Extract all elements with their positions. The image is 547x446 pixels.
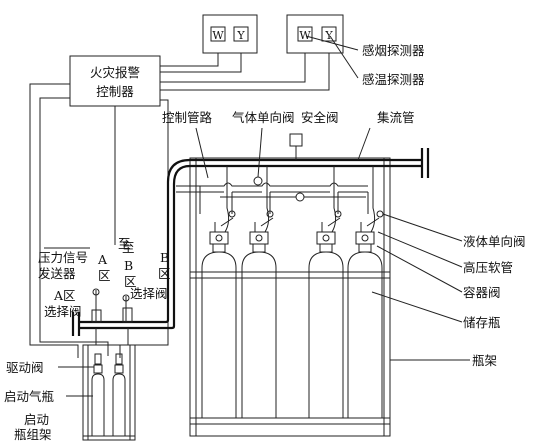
drive-valve-label: 驱动阀 <box>6 360 44 375</box>
liquid-check-valve-label: 液体单向阀 <box>463 234 526 249</box>
pressure-sender-label-line2: 发送器 <box>38 266 76 281</box>
a-zone-valve-label-line1: A区 <box>53 288 76 303</box>
storage-cylinder <box>241 166 277 419</box>
b-zone-char1: B <box>160 250 169 265</box>
container-valve-label: 容器阀 <box>463 285 501 300</box>
to-a-zone-char3: 区 <box>98 268 111 283</box>
pressure-sender-label-line1: 压力信号 <box>38 250 88 265</box>
hp-hose-leader <box>377 231 463 268</box>
detector-box-left: W Y <box>202 14 258 54</box>
start-rack-label-line2: 瓶组架 <box>14 427 52 442</box>
smoke-detector-label: 感烟探测器 <box>362 43 425 58</box>
hp-hose-label: 高压软管 <box>463 260 513 275</box>
safety-valve-label: 安全阀 <box>301 110 339 125</box>
control-pipe-leader <box>195 127 209 179</box>
cylinder-rack <box>189 157 400 437</box>
to-b-zone-char2: B <box>124 258 133 273</box>
storage-cylinder-label: 储存瓶 <box>463 315 501 330</box>
control-pipe-label: 控制管路 <box>162 110 213 125</box>
safety-valve <box>289 133 303 160</box>
start-rack-label-line1: 启动 <box>24 412 49 427</box>
detector-w-letter: W <box>299 29 311 42</box>
cylinder-rack-label: 瓶架 <box>472 353 497 368</box>
gas-check-valve-leader <box>257 127 263 178</box>
controller-label-line1: 火灾报警 <box>90 65 140 80</box>
start-cylinders <box>91 353 126 437</box>
liquid-check-valve-leader <box>382 213 463 242</box>
storage-cylinder <box>201 166 237 419</box>
detector-box-right: W Y <box>286 14 344 54</box>
start-cylinder-rack <box>82 344 136 441</box>
detector-w-letter: W <box>212 29 224 42</box>
to-a-zone-char1: 至 <box>118 236 131 251</box>
selector-valve-area <box>91 288 133 345</box>
gas-check-valve-label: 气体单向阀 <box>232 110 295 125</box>
b-zone-valve-label: 选择阀 <box>130 286 168 301</box>
control-wiring <box>29 83 169 358</box>
to-b-zone-char3: 区 <box>124 274 137 289</box>
storage-cylinder <box>347 166 383 419</box>
a-zone-valve-label-line2: 选择阀 <box>44 304 82 319</box>
smoke-detector-leader <box>305 35 359 51</box>
temp-detector-label: 感温探测器 <box>362 72 425 87</box>
control-pipe-circuit <box>176 176 384 218</box>
to-a-zone-char2: A <box>97 252 108 267</box>
detector-y-letter: Y <box>236 29 245 42</box>
container-valve-leader <box>376 245 463 293</box>
detector-wiring <box>160 53 330 91</box>
detector-y-letter: Y <box>324 29 333 42</box>
storage-cylinder-leader <box>371 291 463 323</box>
controller-label-line2: 控制器 <box>96 84 134 99</box>
temp-detector-leader <box>329 35 359 79</box>
storage-cylinder <box>308 166 344 419</box>
manifold-label: 集流管 <box>377 110 415 125</box>
storage-cylinders <box>201 166 383 419</box>
to-b-zone-char1: 至 <box>122 240 135 255</box>
manifold-leader <box>357 127 371 161</box>
manifold-pipe <box>71 148 430 336</box>
b-zone-char2: 区 <box>158 266 171 281</box>
fire-alarm-controller: 火灾报警 控制器 <box>69 55 161 107</box>
start-cylinder-label: 启动气瓶 <box>4 389 54 404</box>
